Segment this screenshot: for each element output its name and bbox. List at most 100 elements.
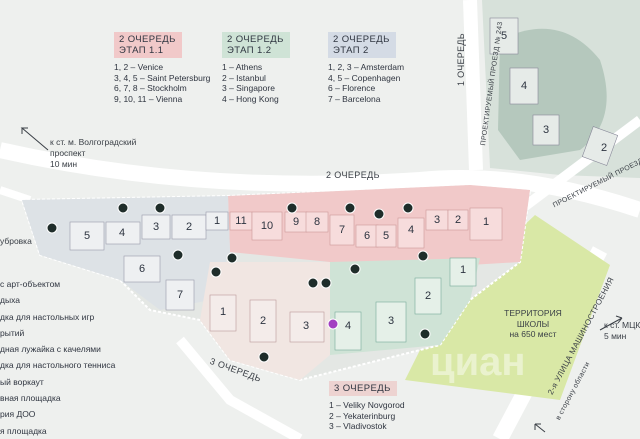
building-number: 2: [185, 221, 193, 233]
building-number: 9: [292, 216, 300, 228]
legend-item: 1 – Veliky Novgorod: [329, 400, 405, 410]
building-number: 2: [600, 142, 608, 154]
legend-item: 4 – Hong Kong: [222, 93, 279, 104]
legend-item: 6, 7, 8 – Stockholm: [114, 83, 187, 93]
amenity-marker-icon: [417, 250, 429, 262]
mck-time: 5 мин: [604, 331, 627, 341]
amenity-marker-icon: [117, 202, 129, 214]
building-number: 1: [459, 264, 467, 276]
legend-item: 6 – Florence: [328, 83, 376, 93]
legend-tag-line2: ЭТАП 1.2: [227, 45, 272, 56]
building-number: 5: [500, 30, 508, 42]
building-number: 7: [176, 289, 184, 301]
building-number: 3: [302, 320, 310, 332]
building-number: 1: [219, 306, 227, 318]
building-number: 4: [344, 320, 352, 332]
building-number: 7: [338, 224, 346, 236]
building-number: 5: [382, 230, 390, 242]
building-number: 2: [454, 214, 462, 226]
phase2-road-label: 2 ОЧЕРЕДЬ: [326, 170, 380, 180]
poi-item: дка для настольного тенниса: [0, 360, 116, 371]
amenity-marker-icon: [154, 202, 166, 214]
building-number: 5: [83, 230, 91, 242]
legend-phase3: 3 ОЧЕРЕДЬ 1 – Veliky Novgorod 2 – Yekate…: [329, 378, 405, 432]
poi-item: вная площадка: [0, 393, 61, 404]
poi-legend: с арт-объектом дыха дка для настольных и…: [0, 276, 115, 439]
poi-item: дная лужайка с качелями: [0, 344, 101, 355]
amenity-marker-icon: [349, 263, 361, 275]
legend-tag-line2: ЭТАП 1.1: [119, 45, 164, 56]
poi-item: рия ДОО: [0, 409, 36, 420]
amenity-marker-icon: [402, 202, 414, 214]
legend-tag-line1: 2 ОЧЕРЕДЬ: [119, 34, 176, 45]
building-number: 6: [138, 263, 146, 275]
building-number: 1: [213, 215, 221, 227]
amenity-marker-icon: [344, 202, 356, 214]
amenity-marker-icon: [172, 249, 184, 261]
building-number: 6: [363, 230, 371, 242]
legend-phase2-stage2: 2 ОЧЕРЕДЬ ЭТАП 2 1, 2, 3 – Amsterdam 4, …: [328, 32, 404, 104]
amenity-marker-icon: [210, 266, 222, 278]
building-number: 4: [407, 224, 415, 236]
building-number: 3: [542, 124, 550, 136]
legend-tag-line2: ЭТАП 2: [333, 45, 369, 56]
legend-tag-line1: 2 ОЧЕРЕДЬ: [333, 34, 390, 45]
metro-time: 10 мин: [50, 159, 78, 169]
legend-item: 1, 2 – Venice: [114, 62, 164, 72]
amenity-marker-icon: [46, 222, 58, 234]
school-label-line1: ТЕРРИТОРИЯ: [504, 308, 562, 318]
legend-item: 7 – Barcelona: [328, 93, 381, 104]
poi-item: с арт-объектом: [0, 279, 61, 289]
legend-item: 4, 5 – Copenhagen: [328, 72, 401, 83]
legend-phase2-stage1-1: 2 ОЧЕРЕДЬ ЭТАП 1.1 1, 2 – Venice 3, 4, 5…: [114, 32, 210, 104]
amenity-marker-icon: [320, 277, 332, 289]
school-label-line2: ШКОЛЫ: [516, 318, 550, 329]
legend-phase2-stage1-2-tag: 2 ОЧЕРЕДЬ ЭТАП 1.2: [222, 32, 290, 58]
amenity-marker-icon: [419, 328, 431, 340]
building-number: 3: [387, 315, 395, 327]
building-number: 4: [520, 80, 528, 92]
amenity-marker-icon: [307, 277, 319, 289]
building-number: 3: [152, 221, 160, 233]
phase1-label: 1 ОЧЕРЕДЬ: [456, 32, 466, 86]
legend-item: 9, 10, 11 – Vienna: [114, 93, 183, 104]
building-number: 11: [235, 215, 247, 227]
legend-phase3-tag: 3 ОЧЕРЕДЬ: [329, 381, 397, 396]
left-cut-label: убровка: [0, 236, 32, 246]
poi-item: рытий: [0, 327, 25, 338]
legend-item: 1 – Athens: [222, 62, 263, 72]
amenity-marker-icon: [226, 252, 238, 264]
building-number: 1: [482, 216, 490, 228]
mck-label-text: к ст. МЦК: [604, 320, 640, 330]
mck-label: к ст. МЦК 5 мин: [604, 320, 640, 342]
poi-item: ый воркаут: [0, 376, 44, 387]
legend-item: 2 – Istanbul: [222, 72, 266, 83]
legend-item: 3, 4, 5 – Saint Petersburg: [114, 72, 211, 83]
school-label-line3: на 650 мест: [509, 329, 557, 339]
building-number: 2: [259, 315, 267, 327]
legend-item: 2 – Yekaterinburg: [329, 410, 396, 421]
poi-item: я площадка: [0, 425, 47, 436]
art-object-marker-icon: [327, 318, 339, 330]
metro-label: к ст. м. Волгоградский проспект 10 мин: [50, 137, 140, 170]
legend-item: 1, 2, 3 – Amsterdam: [328, 62, 405, 72]
amenity-marker-icon: [258, 351, 270, 363]
poi-item: дка для настольных игр: [0, 311, 95, 322]
legend-phase2-stage2-tag: 2 ОЧЕРЕДЬ ЭТАП 2: [328, 32, 396, 58]
legend-tag-line1: 2 ОЧЕРЕДЬ: [227, 34, 284, 45]
amenity-marker-icon: [373, 208, 385, 220]
building-number: 3: [433, 214, 441, 226]
metro-label-text: к ст. м. Волгоградский проспект: [50, 137, 137, 158]
legend-phase2-stage1-2: 2 ОЧЕРЕДЬ ЭТАП 1.2 1 – Athens 2 – Istanb…: [222, 32, 290, 104]
building-number: 8: [313, 216, 321, 228]
building-number: 10: [260, 220, 274, 232]
legend-phase2-stage1-1-tag: 2 ОЧЕРЕДЬ ЭТАП 1.1: [114, 32, 182, 58]
legend-item: 3 – Singapore: [222, 83, 275, 93]
school-label: ТЕРРИТОРИЯ ШКОЛЫ на 650 мест: [498, 308, 568, 340]
watermark: циан: [430, 340, 526, 384]
building-number: 2: [424, 290, 432, 302]
amenity-marker-icon: [286, 202, 298, 214]
legend-item: 3 – Vladivostok: [329, 421, 387, 431]
